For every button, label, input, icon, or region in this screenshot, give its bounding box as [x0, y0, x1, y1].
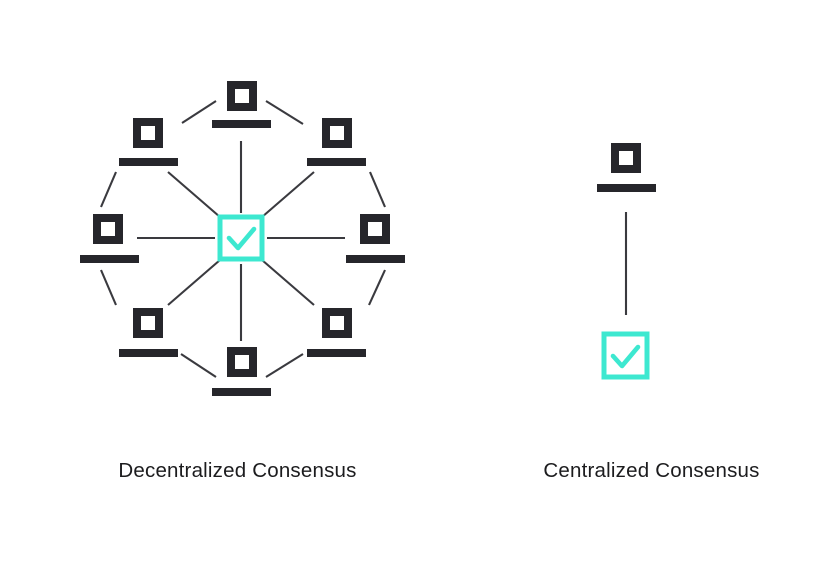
decentralized-consensus-label: Decentralized Consensus: [118, 459, 357, 482]
server-icon-inner: [368, 222, 382, 236]
node-left[interactable]: [80, 214, 139, 263]
centralized-topology-graphic: [597, 143, 656, 380]
server-icon-base-bar: [119, 349, 178, 357]
perimeter-line-bottomright-bottom: [265, 353, 304, 378]
checkmark-glyph: [226, 226, 257, 251]
checkmark-glyph: [610, 344, 641, 369]
perimeter-line-left-topleft: [100, 171, 117, 208]
spoke-line-bottom-left: [167, 259, 221, 306]
spoke-line-bottom-right: [261, 259, 315, 306]
server-icon-base-bar: [212, 120, 271, 128]
server-icon-base-bar: [307, 158, 366, 166]
server-icon-base-bar: [346, 255, 405, 263]
server-icon-base-bar: [597, 184, 656, 192]
spoke-line-top-right: [261, 171, 315, 218]
node-top-right[interactable]: [307, 118, 366, 166]
perimeter-line-topright-right: [369, 171, 386, 208]
centralized-node-top[interactable]: [597, 143, 656, 192]
node-top[interactable]: [212, 81, 271, 128]
consensus-check-square-icon[interactable]: [217, 214, 265, 262]
perimeter-line-bottom-bottomleft: [180, 353, 217, 378]
server-icon-base-bar: [212, 388, 271, 396]
centralized-check-square-icon[interactable]: [601, 331, 650, 380]
perimeter-lines-group: [100, 100, 386, 378]
server-icon-inner: [619, 151, 633, 165]
node-right[interactable]: [346, 214, 405, 263]
server-icon-inner: [101, 222, 115, 236]
server-icon-inner: [141, 316, 155, 330]
perimeter-line-top-topright: [265, 100, 304, 125]
centralized-consensus-label: Centralized Consensus: [543, 459, 760, 482]
spoke-lines-group: [137, 141, 345, 341]
check-square-outline: [217, 214, 265, 262]
server-icon-inner: [235, 355, 249, 369]
node-bottom-left[interactable]: [119, 308, 178, 357]
decentralized-topology-graphic: [80, 81, 405, 396]
spoke-line-top-left: [167, 171, 221, 218]
node-top-left[interactable]: [119, 118, 178, 166]
decentralized-consensus-panel: [80, 81, 405, 396]
centralized-consensus-panel: [475, 0, 828, 500]
server-icon-inner: [141, 126, 155, 140]
server-icon-inner: [330, 126, 344, 140]
node-bottom[interactable]: [212, 347, 271, 396]
server-icon-base-bar: [80, 255, 139, 263]
perimeter-line-right-bottomright: [368, 269, 386, 306]
server-icon-inner: [330, 316, 344, 330]
node-bottom-right[interactable]: [307, 308, 366, 357]
server-icon-base-bar: [119, 158, 178, 166]
server-icon-base-bar: [307, 349, 366, 357]
check-square-outline: [601, 331, 650, 380]
perimeter-line-topleft-top: [181, 100, 217, 124]
perimeter-line-bottomleft-left: [100, 269, 117, 306]
server-icon-inner: [235, 89, 249, 103]
